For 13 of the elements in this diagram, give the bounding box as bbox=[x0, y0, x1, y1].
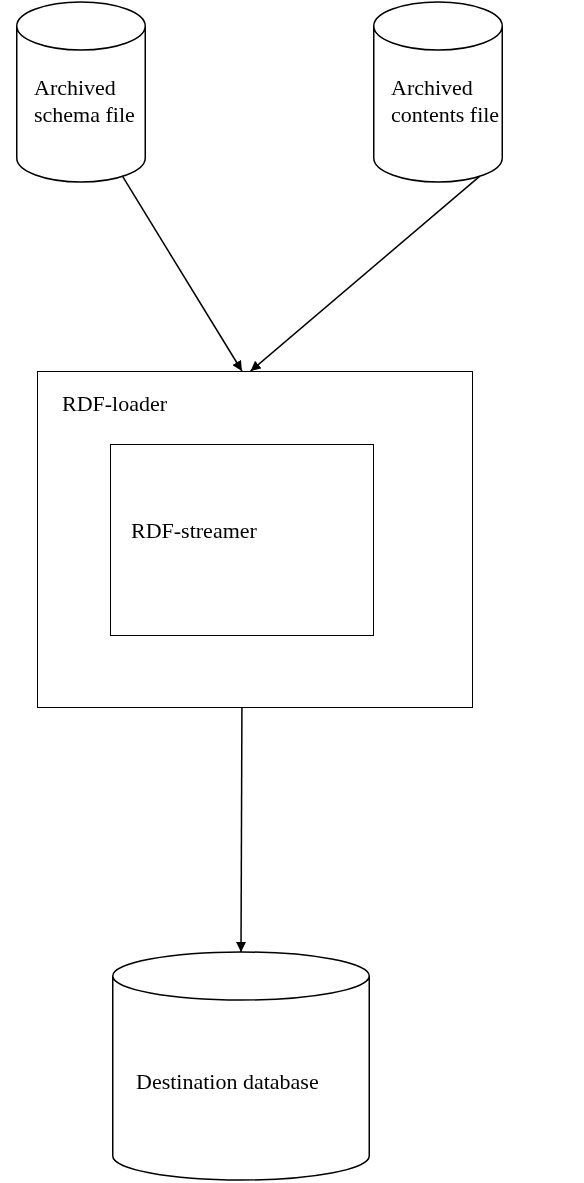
database-cylinder bbox=[112, 952, 370, 1180]
database-cylinder bbox=[373, 2, 503, 182]
node-label: Destination database bbox=[136, 1068, 320, 1095]
process-box bbox=[37, 371, 473, 708]
node-label: Archived contents file bbox=[391, 74, 501, 128]
arrow bbox=[121, 175, 243, 372]
arrow bbox=[236, 707, 247, 953]
process-box bbox=[110, 444, 374, 636]
database-cylinder bbox=[16, 2, 146, 182]
arrow bbox=[249, 175, 481, 372]
node-label: RDF-streamer bbox=[131, 517, 258, 544]
node-label: Archived schema file bbox=[34, 74, 136, 128]
node-label: RDF-loader bbox=[62, 390, 169, 417]
